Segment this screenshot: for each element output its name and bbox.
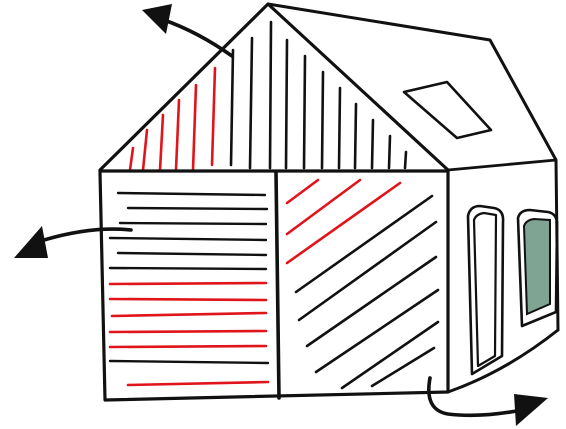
gable-red-hatch [130, 68, 215, 170]
front-wall [100, 170, 448, 400]
skylight-icon [404, 82, 491, 138]
arrow-roof-icon [142, 4, 232, 56]
wall-divider [276, 172, 279, 398]
window-icon [518, 210, 557, 326]
roof-side [268, 4, 556, 170]
left-siding-red [110, 283, 268, 385]
right-siding-red [287, 180, 400, 263]
eave-line [448, 160, 556, 170]
gable [100, 4, 448, 170]
gable-black-hatch [231, 22, 406, 168]
door-icon [468, 206, 503, 374]
side-wall [448, 160, 558, 392]
left-siding-black [110, 193, 268, 363]
right-siding-black [296, 196, 438, 388]
arrow-wall-icon [14, 226, 131, 258]
gable-outline [100, 4, 448, 170]
